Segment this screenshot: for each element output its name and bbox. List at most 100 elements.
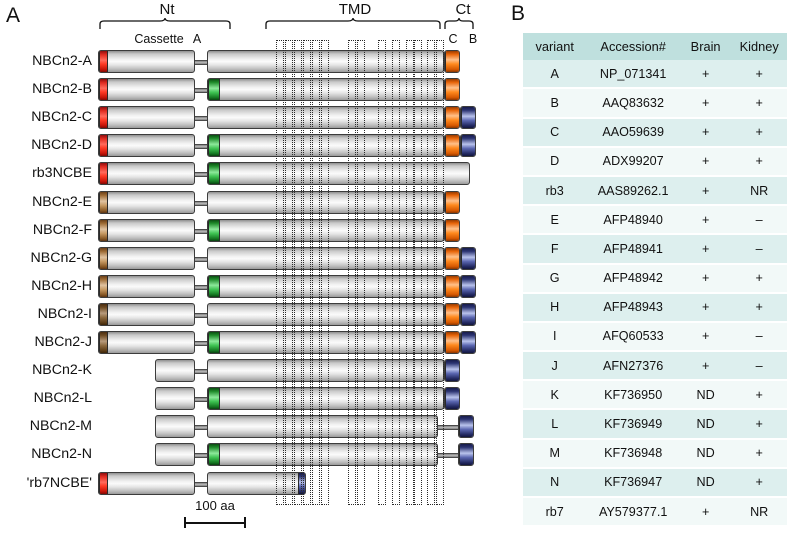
cassette-b-block bbox=[461, 332, 475, 353]
main-body-block bbox=[207, 359, 444, 383]
variant-row-label: 'rb7NCBE' bbox=[26, 474, 92, 491]
cell-accession: AFP48943 bbox=[586, 292, 680, 323]
cassette-a-block bbox=[208, 444, 220, 466]
main-body-block bbox=[207, 190, 444, 214]
cassette-b-segment bbox=[458, 443, 474, 467]
cell-kidney: + bbox=[731, 467, 787, 499]
nt-cassette-block bbox=[99, 332, 108, 353]
cassette-b-segment bbox=[460, 302, 476, 326]
variant-row-label: NBCn2-E bbox=[32, 193, 92, 210]
cassette-b-block bbox=[461, 135, 475, 157]
cassette-b-block bbox=[461, 107, 475, 129]
cell-variant: rb7 bbox=[523, 497, 587, 528]
cassette-c-segment bbox=[444, 134, 460, 158]
cell-variant: rb3 bbox=[523, 175, 587, 207]
nt-cassette-block bbox=[99, 247, 108, 269]
cell-variant: J bbox=[523, 351, 587, 382]
cell-brain: + bbox=[679, 292, 732, 323]
cell-kidney: + bbox=[731, 292, 787, 323]
cell-brain: ND bbox=[679, 409, 732, 440]
cell-brain: + bbox=[679, 263, 732, 294]
variant-row: 'rb7NCBE' bbox=[0, 471, 500, 495]
main-body-block bbox=[207, 162, 470, 186]
scale-bar-label: 100 aa bbox=[195, 498, 235, 513]
nt-cassette-block bbox=[99, 163, 108, 185]
cell-variant: A bbox=[523, 60, 587, 90]
nt-first-block bbox=[98, 246, 195, 270]
nt-cassette-block bbox=[99, 472, 108, 494]
cell-kidney: + bbox=[731, 117, 787, 148]
nt-linker bbox=[195, 144, 207, 150]
cell-variant: C bbox=[523, 117, 587, 148]
nt-first-block bbox=[155, 415, 195, 439]
variant-row: NBCn2-E bbox=[0, 190, 500, 214]
cassette-b-segment bbox=[458, 415, 474, 439]
nt-linker bbox=[195, 172, 207, 178]
variant-row-label: NBCn2-A bbox=[32, 53, 92, 69]
nt-first-block bbox=[98, 134, 195, 158]
cell-kidney: NR bbox=[731, 497, 787, 528]
cell-brain: + bbox=[679, 117, 732, 148]
cassette-b-block bbox=[459, 416, 473, 438]
cell-accession: ADX99207 bbox=[586, 146, 680, 177]
cell-brain: + bbox=[679, 351, 732, 382]
main-body-block bbox=[207, 50, 444, 73]
main-body-block bbox=[207, 415, 438, 439]
cell-accession: KF736950 bbox=[586, 380, 680, 411]
nt-linker bbox=[195, 369, 207, 375]
cell-accession: AFP48940 bbox=[586, 205, 680, 236]
cassette-a-block bbox=[208, 219, 220, 241]
variant-row: NBCn2-M bbox=[0, 415, 500, 439]
nt-linker bbox=[195, 88, 207, 94]
cell-brain: + bbox=[679, 234, 732, 265]
panel-a-letter: A bbox=[6, 4, 21, 27]
nt-first-block bbox=[98, 331, 195, 354]
cell-kidney: + bbox=[731, 60, 787, 90]
cell-variant: N bbox=[523, 467, 587, 499]
variant-row: NBCn2-C bbox=[0, 106, 500, 130]
cassette-c-segment bbox=[444, 302, 460, 326]
variant-row-label: NBCn2-M bbox=[29, 418, 92, 435]
variant-row: rb3NCBE bbox=[0, 162, 500, 186]
cassette-b-block bbox=[461, 303, 475, 325]
sublabel-cassette-c: C bbox=[448, 32, 458, 46]
cell-kidney: + bbox=[731, 409, 787, 440]
nt-linker bbox=[195, 60, 207, 65]
cassette-c-block bbox=[445, 191, 459, 213]
variant-row: NBCn2-K bbox=[0, 359, 500, 383]
cell-brain: + bbox=[679, 60, 732, 90]
nt-first-block bbox=[98, 471, 195, 495]
cell-variant: B bbox=[523, 88, 587, 119]
nt-first-block bbox=[98, 106, 195, 130]
variant-row: NBCn2-N bbox=[0, 443, 500, 467]
cell-brain: + bbox=[679, 175, 732, 207]
variant-row-label: NBCn2-D bbox=[31, 137, 92, 154]
cell-brain: + bbox=[679, 146, 732, 177]
main-body-block bbox=[207, 331, 444, 354]
cell-kidney: + bbox=[731, 438, 787, 469]
cassette-b-segment bbox=[460, 274, 476, 298]
cell-accession: AFP48941 bbox=[586, 234, 680, 265]
cell-accession: KF736948 bbox=[586, 438, 680, 469]
nt-linker bbox=[195, 284, 207, 290]
variant-row-label: NBCn2-I bbox=[37, 305, 92, 322]
cassette-b-block bbox=[445, 360, 459, 382]
cassette-c-block bbox=[445, 79, 459, 101]
nt-linker bbox=[195, 228, 207, 234]
nt-linker bbox=[195, 116, 207, 122]
cell-kidney: NR bbox=[731, 175, 787, 207]
main-body-block bbox=[207, 302, 444, 326]
cassette-b-segment bbox=[460, 331, 476, 354]
cell-kidney: + bbox=[731, 88, 787, 119]
cassette-a-block bbox=[208, 332, 220, 353]
cassette-c-block bbox=[445, 51, 459, 72]
